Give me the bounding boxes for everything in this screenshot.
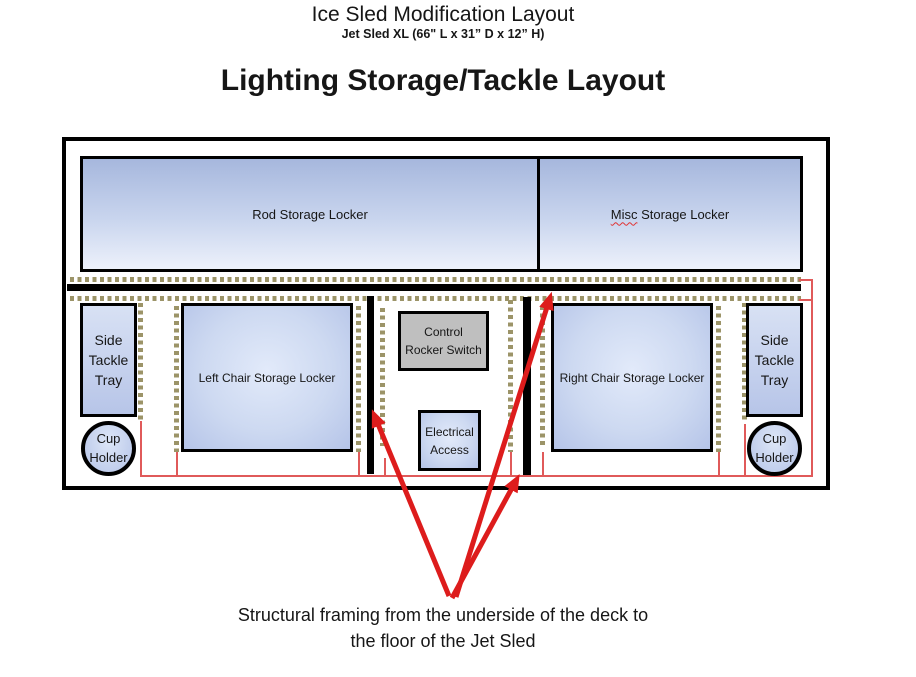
control-rocker-switch: Control Rocker Switch bbox=[398, 311, 489, 371]
misc-storage-locker: Misc Storage Locker bbox=[540, 159, 800, 269]
rope-light-run bbox=[540, 306, 545, 446]
structural-framing-bar-right bbox=[523, 297, 531, 475]
wiring-stub bbox=[384, 458, 386, 476]
electrical-access: Electrical Access bbox=[418, 410, 481, 471]
wiring-stub bbox=[799, 279, 812, 281]
cup-holder-left-label: Cup Holder bbox=[89, 431, 128, 465]
rod-storage-locker-label: Rod Storage Locker bbox=[252, 206, 368, 222]
misc-storage-locker-label: Misc Storage Locker bbox=[610, 206, 730, 222]
wiring-stub bbox=[799, 299, 812, 301]
misspelled-word: Misc bbox=[610, 206, 638, 222]
wiring-stub bbox=[510, 452, 512, 476]
rope-light-run bbox=[138, 303, 143, 420]
caption-line1: Structural framing from the underside of… bbox=[237, 605, 649, 625]
left-chair-storage-locker-label: Left Chair Storage Locker bbox=[198, 370, 336, 385]
right-chair-storage-locker: Right Chair Storage Locker bbox=[551, 303, 713, 452]
section-heading: Lighting Storage/Tackle Layout bbox=[220, 64, 666, 97]
structural-cross-bar bbox=[67, 284, 801, 291]
rope-light-run bbox=[380, 308, 385, 446]
slide-subtitle: Jet Sled XL (66" L x 31” D x 12” H) bbox=[341, 27, 545, 41]
rope-light-run bbox=[508, 300, 513, 452]
electrical-access-label: Electrical Access bbox=[425, 424, 474, 457]
locker-divider bbox=[537, 159, 540, 269]
caption: Structural framing from the underside of… bbox=[0, 602, 886, 654]
rope-light-run-bottom bbox=[70, 296, 801, 301]
side-tackle-tray-left: Side Tackle Tray bbox=[80, 303, 137, 417]
wiring-stub bbox=[140, 421, 142, 477]
cup-holder-left: Cup Holder bbox=[81, 421, 136, 476]
rope-light-run bbox=[742, 303, 747, 420]
rope-light-run-top bbox=[70, 277, 801, 282]
slide-title: Ice Sled Modification Layout bbox=[311, 3, 575, 26]
control-rocker-switch-label: Control Rocker Switch bbox=[405, 325, 482, 357]
side-tackle-tray-right: Side Tackle Tray bbox=[746, 303, 803, 417]
rod-storage-locker: Rod Storage Locker bbox=[83, 159, 537, 269]
caption-line2: the floor of the Jet Sled bbox=[350, 631, 536, 651]
wiring-stub bbox=[176, 452, 178, 476]
cup-holder-right-label: Cup Holder bbox=[755, 431, 794, 465]
rope-light-run bbox=[174, 306, 179, 452]
wiring-stub bbox=[542, 452, 544, 476]
side-tackle-tray-left-label: Side Tackle Tray bbox=[88, 331, 129, 389]
arrow-to-right-bar bbox=[449, 473, 520, 600]
rope-light-run bbox=[716, 306, 721, 452]
side-tackle-tray-right-label: Side Tackle Tray bbox=[754, 331, 795, 389]
wiring-line-main bbox=[140, 475, 813, 477]
rope-light-run bbox=[356, 306, 361, 452]
wiring-stub bbox=[718, 452, 720, 476]
cup-holder-right: Cup Holder bbox=[747, 421, 802, 476]
right-chair-storage-locker-label: Right Chair Storage Locker bbox=[559, 370, 705, 385]
wiring-stub bbox=[358, 452, 360, 476]
wiring-stub bbox=[744, 424, 746, 476]
left-chair-storage-locker: Left Chair Storage Locker bbox=[181, 303, 353, 452]
wiring-line-right-riser bbox=[811, 279, 813, 477]
structural-framing-bar-left bbox=[367, 296, 374, 474]
top-locker-frame bbox=[80, 156, 803, 272]
